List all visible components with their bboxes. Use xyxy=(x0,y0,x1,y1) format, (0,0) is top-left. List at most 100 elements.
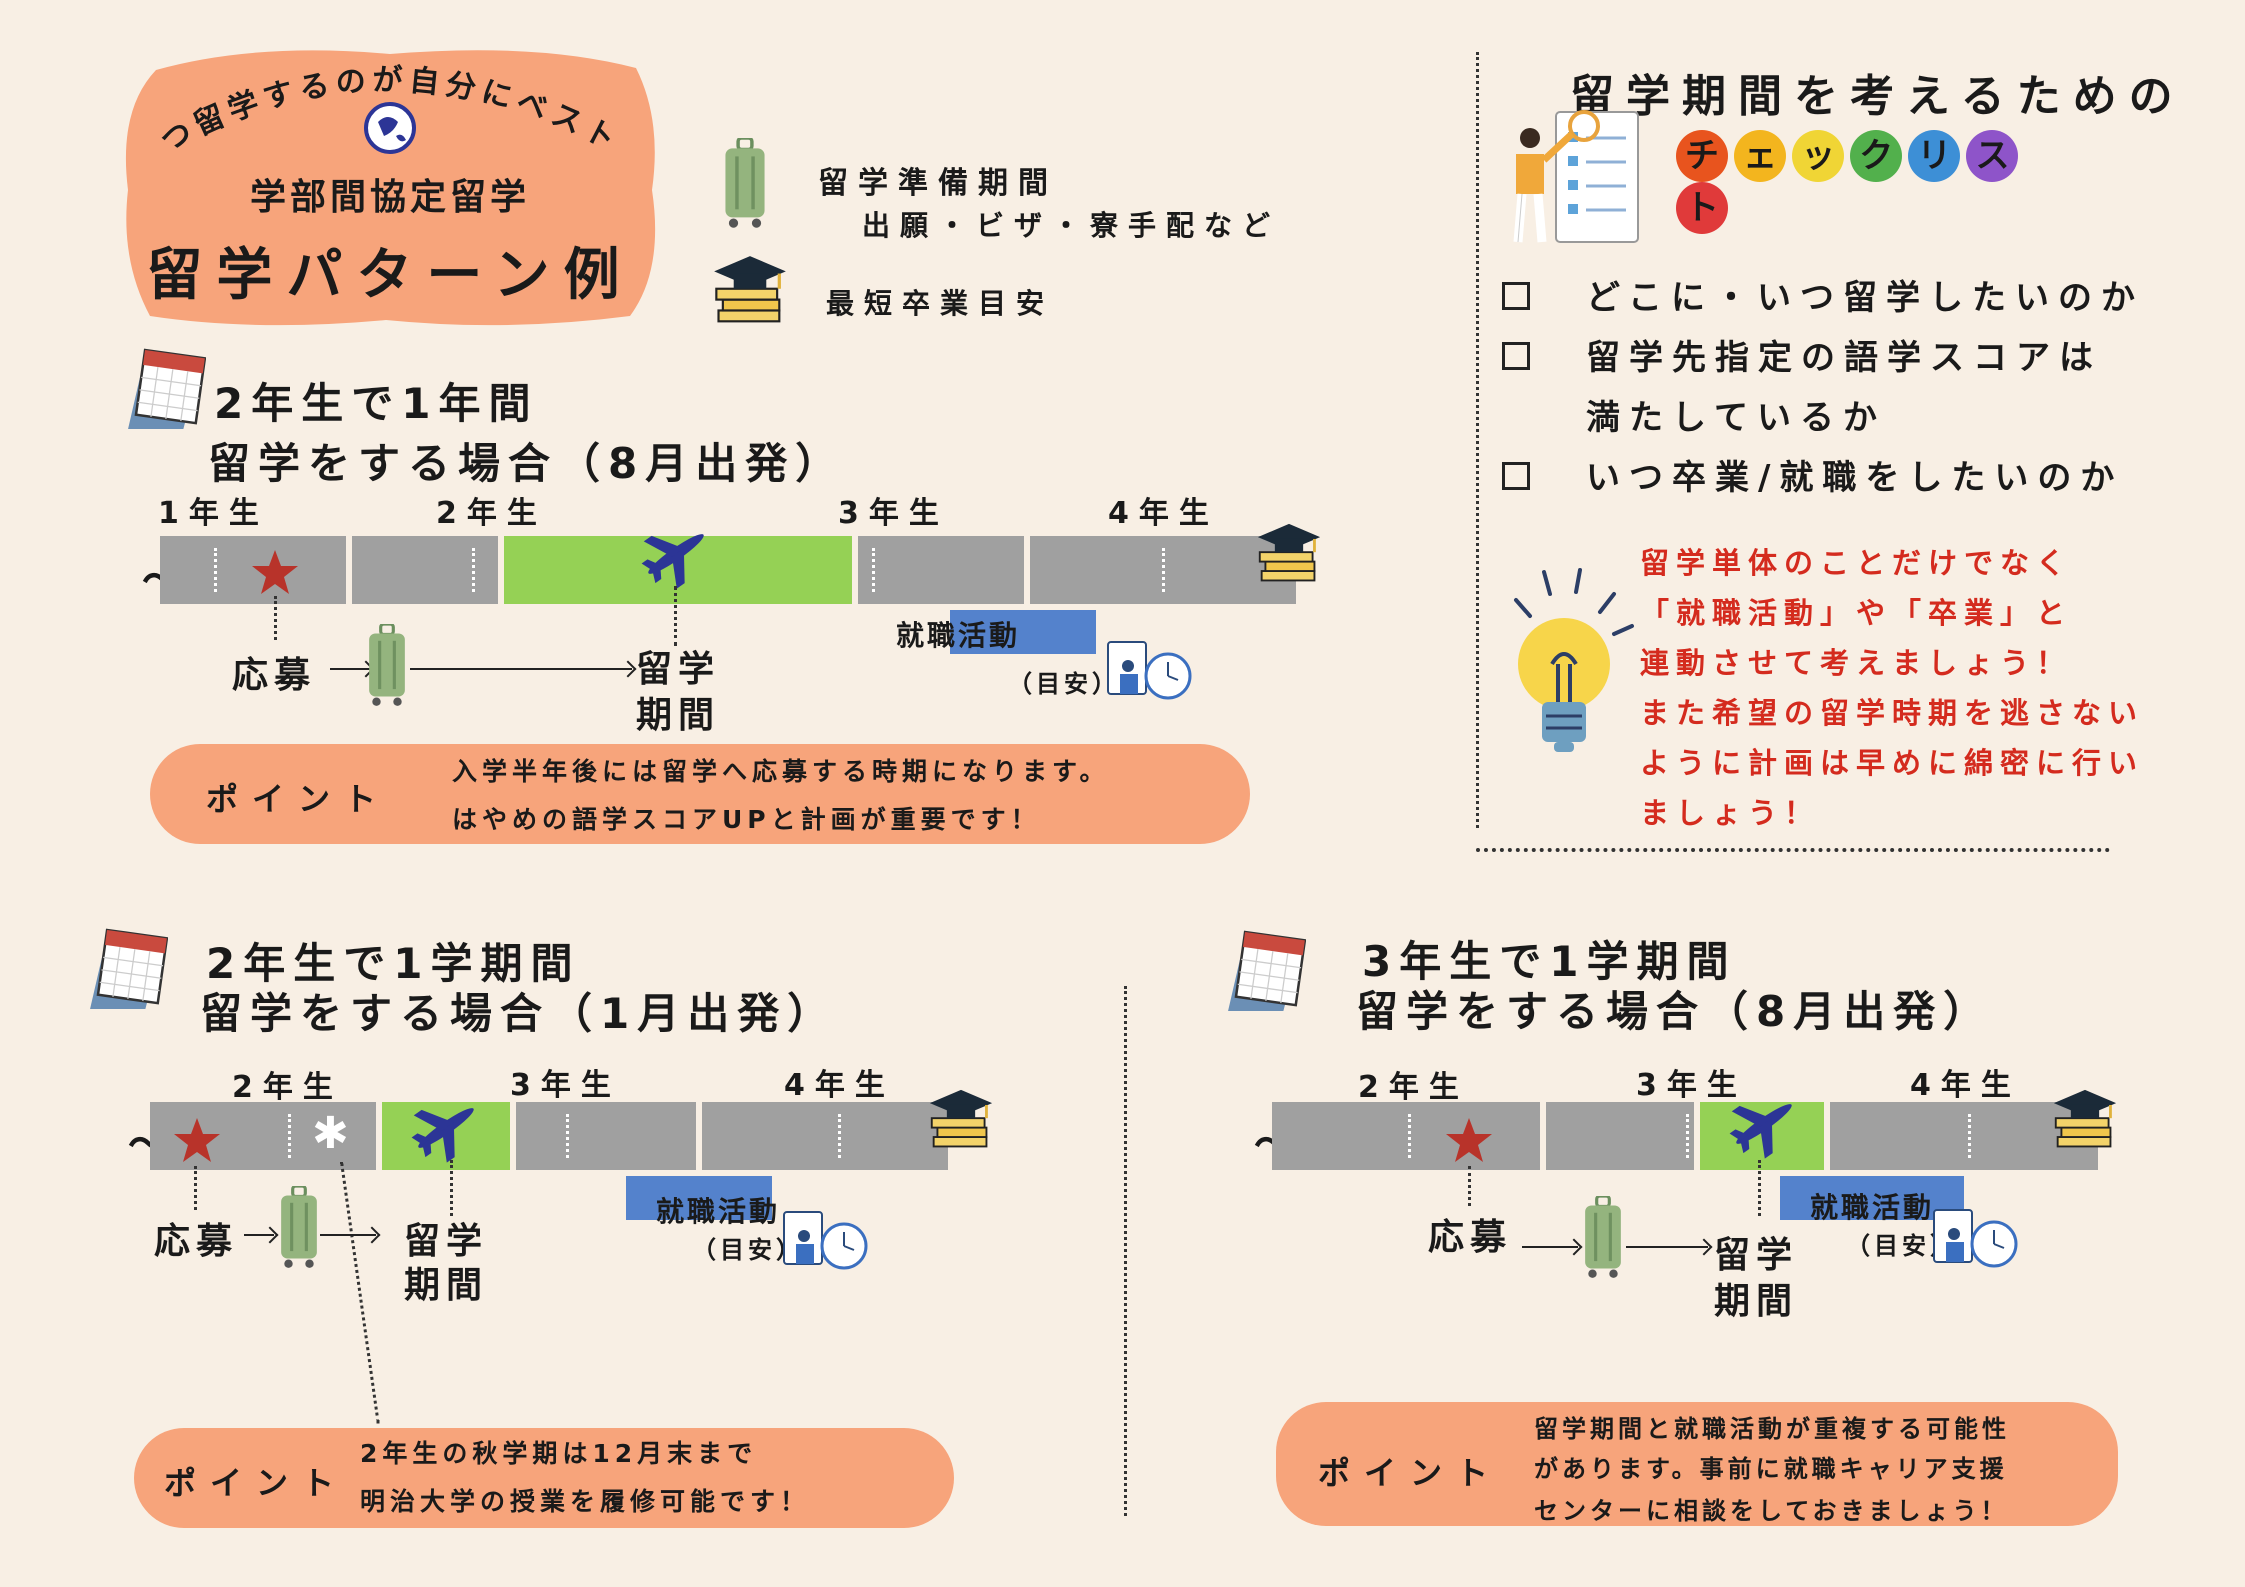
pattern3-apply-label: 応募 xyxy=(1428,1217,1513,1258)
pattern3-bar-divider xyxy=(1686,1114,1689,1158)
pattern1-arrow xyxy=(410,668,632,670)
checkbox-2[interactable] xyxy=(1502,342,1530,370)
checklist-char-3: ッ xyxy=(1792,130,1845,182)
legend-grad-label: 最短卒業目安 xyxy=(826,287,1055,320)
pattern1-year-3: 3年生 xyxy=(838,496,949,531)
header-subtitle: 学部間協定留学 xyxy=(249,177,530,218)
pattern3-depart-marker xyxy=(1758,1160,1761,1216)
graduation-cap-icon xyxy=(928,1088,994,1154)
pattern1-point-line2: はやめの語学スコアUPと計画が重要です！ xyxy=(452,805,1041,834)
pattern2-job-bar xyxy=(626,1176,772,1220)
pattern2-bar-year3 xyxy=(516,1102,696,1170)
pattern1-period-1: 留学 xyxy=(636,649,721,690)
pattern3-bar-divider xyxy=(1408,1114,1411,1158)
pattern3-period-1: 留学 xyxy=(1714,1235,1799,1276)
checkbox-1[interactable] xyxy=(1502,282,1530,310)
pattern2-bar-divider xyxy=(838,1114,841,1158)
checklist-char-7: ト xyxy=(1676,182,1728,234)
pattern2-job-label: 就職活動 xyxy=(656,1195,781,1228)
pattern3-bar-year2 xyxy=(1272,1102,1540,1170)
pattern1-title-line2: 留学をする場合（8月出発） xyxy=(208,439,846,488)
graduation-cap-icon xyxy=(1256,522,1322,588)
pattern3-job-label: 就職活動 xyxy=(1810,1191,1935,1224)
pattern2-point-line1: 2年生の秋学期は12月末まで xyxy=(360,1439,758,1468)
airplane-icon xyxy=(640,518,712,590)
pattern3-point-box xyxy=(1276,1402,2118,1526)
pattern3-year-2: 2年生 xyxy=(1358,1070,1469,1105)
pattern1-depart-marker xyxy=(674,586,677,646)
advice-line-2: 「就職活動」や「卒業」と xyxy=(1640,596,2073,630)
pattern1-apply-label: 応募 xyxy=(232,655,317,696)
pattern2-apply-line xyxy=(244,1234,274,1236)
clock-icon xyxy=(780,1206,870,1276)
pattern3-apply-marker xyxy=(1468,1166,1471,1206)
pattern2-apply-label: 応募 xyxy=(154,1221,239,1262)
pattern2-title-line1: 2年生で1学期間 xyxy=(206,939,581,988)
pattern1-bar-year1 xyxy=(160,536,346,604)
advice-line-6: ましょう！ xyxy=(1640,796,1821,830)
pattern1-point-label: ポイント xyxy=(206,780,391,818)
suitcase-icon xyxy=(366,624,408,708)
checklist-char-2: ェ xyxy=(1734,130,1787,182)
pattern2-period-2: 期間 xyxy=(404,1265,489,1306)
checklist-subtitle: チ ェ ッ ク リ ス ト xyxy=(1676,130,2076,234)
checklist-title: 留学期間を考えるための xyxy=(1570,71,2185,122)
pattern3-bar-divider xyxy=(1968,1114,1971,1158)
checkbox-3[interactable] xyxy=(1502,462,1530,490)
pattern2-period-1: 留学 xyxy=(404,1221,489,1262)
pattern2-note-pointer xyxy=(340,1161,380,1424)
graduation-cap-icon xyxy=(2052,1088,2118,1154)
checklist-char-1: チ xyxy=(1676,130,1728,182)
pattern2-bar-divider xyxy=(566,1114,569,1158)
airplane-icon xyxy=(1728,1088,1800,1160)
calendar-icon xyxy=(80,926,168,1014)
checklist-item-2-cont: 満たしているか xyxy=(1586,398,1886,438)
pattern1-bar-year3 xyxy=(858,536,1024,604)
pattern1-title-line1: 2年生で1年間 xyxy=(214,379,539,428)
pattern2-year-2: 2年生 xyxy=(232,1070,343,1105)
separator-vertical-bottom xyxy=(1124,986,1127,1516)
pattern3-point-line3: センターに相談をしておきましょう！ xyxy=(1534,1497,2009,1525)
pattern2-arrow xyxy=(320,1234,376,1236)
pattern1-period-2: 期間 xyxy=(636,695,721,736)
pattern1-point-box xyxy=(150,744,1250,844)
pattern1-bar-divider xyxy=(872,548,875,592)
pattern2-point-box xyxy=(134,1428,954,1528)
pattern2-year-3: 3年生 xyxy=(510,1068,621,1103)
pattern3-title-line1: 3年生で1学期間 xyxy=(1362,937,1737,986)
pattern1-year-4: 4年生 xyxy=(1108,496,1219,531)
airplane-icon xyxy=(410,1092,482,1164)
pattern3-point-line2: があります。事前に就職キャリア支援 xyxy=(1534,1455,2008,1483)
clock-icon xyxy=(1930,1204,2020,1274)
checklist-person-illustration xyxy=(1513,110,1639,243)
pattern1-bar-divider xyxy=(214,548,217,592)
separator-vertical-right xyxy=(1476,52,1479,828)
pattern3-bar-year3a xyxy=(1546,1102,1694,1170)
graduation-cap-icon xyxy=(712,254,788,330)
pattern1-year-1: 1年生 xyxy=(158,496,269,531)
pattern3-period-2: 期間 xyxy=(1714,1281,1799,1322)
pattern2-depart-marker xyxy=(450,1160,453,1216)
pattern2-apply-marker xyxy=(194,1166,197,1210)
pattern1-bar-year2a xyxy=(352,536,498,604)
pattern1-job-sub: （目安） xyxy=(1008,670,1120,698)
pattern1-point-line1: 入学半年後には留学へ応募する時期になります。 xyxy=(452,757,1110,786)
star-icon xyxy=(1444,1116,1494,1166)
lightbulb-icon xyxy=(1514,568,1634,752)
header-title: 留学パターン例 xyxy=(146,243,634,308)
checklist-char-5: リ xyxy=(1908,130,1961,182)
legend-prep-label: 留学準備期間 xyxy=(818,166,1058,201)
checklist-item-3: いつ卒業/就職をしたいのか xyxy=(1586,458,2124,498)
pattern3-point-label: ポイント xyxy=(1318,1454,1503,1492)
advice-line-3: 連動させて考えましょう！ xyxy=(1640,646,2073,680)
checklist-item-1: どこに・いつ留学したいのか xyxy=(1586,278,2144,318)
star-icon xyxy=(250,548,300,598)
pattern3-year-4: 4年生 xyxy=(1910,1068,2021,1103)
checklist-char-4: ク xyxy=(1850,130,1903,182)
pattern2-job-sub: （目安） xyxy=(692,1236,804,1264)
pattern2-point-label: ポイント xyxy=(164,1464,349,1502)
suitcase-icon xyxy=(1582,1196,1624,1280)
pattern1-apply-marker xyxy=(274,596,277,640)
pattern1-bar-divider xyxy=(1162,548,1165,592)
globe-logo-icon xyxy=(364,102,416,154)
